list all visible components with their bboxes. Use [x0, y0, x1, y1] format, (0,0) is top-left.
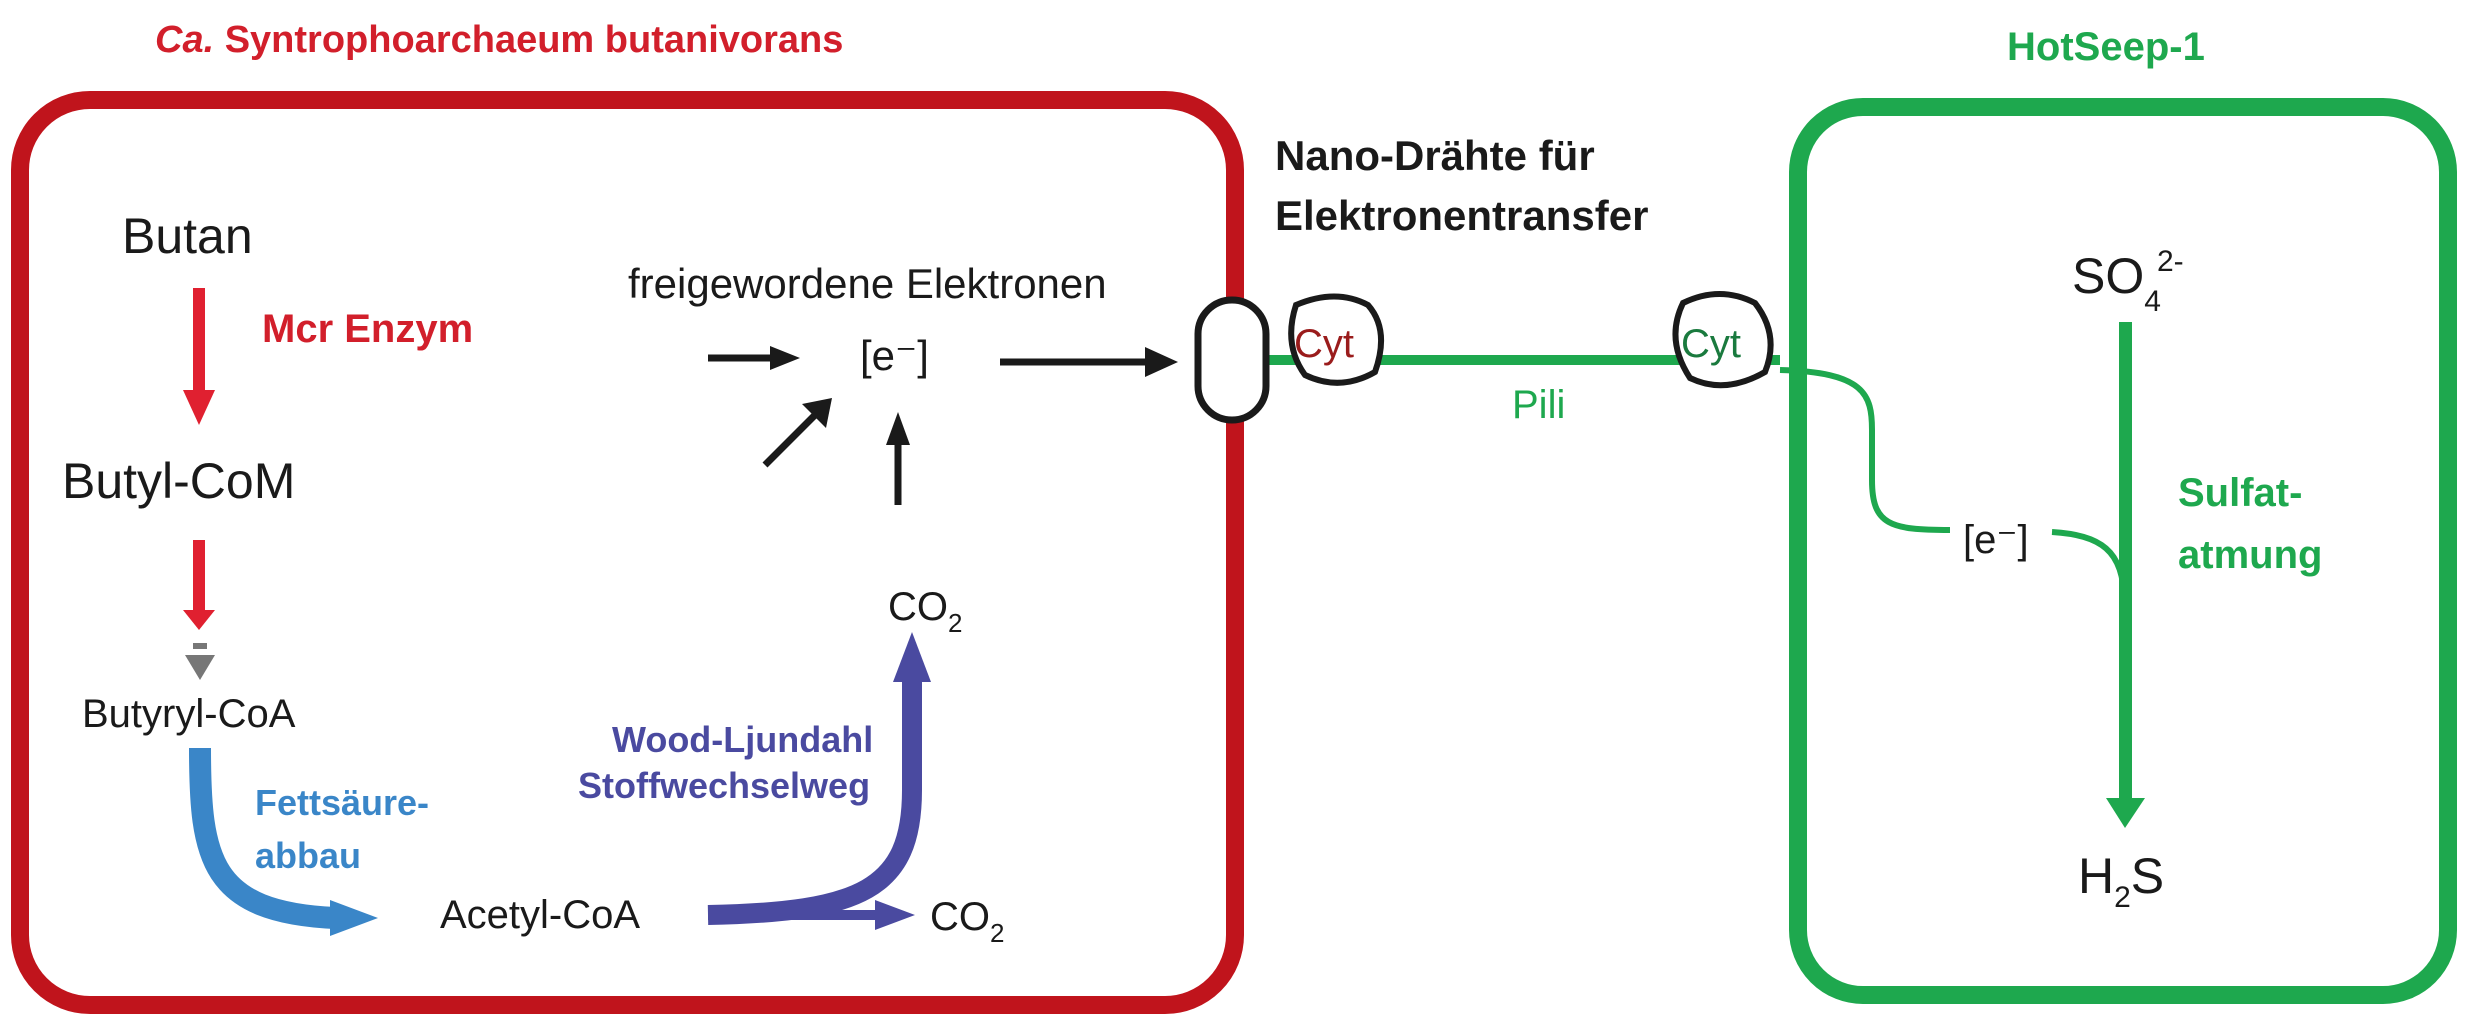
left-cell-title: Ca. Syntrophoarchaeum butanivorans [155, 19, 843, 61]
hotseep-cell-boundary [1789, 98, 2457, 1004]
h2s-label: H2S [2078, 848, 2164, 914]
nano-title-line1: Nano-Drähte für [1275, 132, 1595, 179]
sulfat-label-line1: Sulfat- [2178, 471, 2302, 515]
mcr-arrow-icon [183, 288, 215, 425]
electron-to-sulfate-path [2051, 529, 2127, 601]
so4-label: SO42- [2072, 245, 2184, 318]
electron-path-right [1779, 367, 1951, 533]
co2-top-label: CO2 [888, 585, 962, 638]
stoffwechselweg-label-line2: Stoffwechselweg [578, 765, 870, 806]
acetyl-coa-label: Acetyl-CoA [440, 893, 640, 937]
cyt-right-label: Cyt [1681, 322, 1741, 366]
electron-output-arrow-icon [1000, 347, 1178, 377]
pili-label: Pili [1512, 383, 1565, 427]
right-cell-title: HotSeep-1 [2007, 25, 2205, 69]
butyl-com-label: Butyl-CoM [62, 453, 295, 509]
butyryl-coa-label: Butyryl-CoA [82, 692, 296, 736]
syntrophoarchaeum-cell-boundary [11, 91, 1244, 1014]
wood-ljundahl-label-line1: Wood-Ljundahl [612, 719, 873, 760]
wood-ljungdahl-arrow-icon [707, 632, 931, 930]
butan-label: Butan [122, 208, 253, 264]
cytochrome-right-icon [1672, 291, 1774, 389]
membrane-pore-icon [1194, 296, 1270, 424]
electron-label-right: [e⁻] [1963, 518, 2029, 562]
cyt-left-label: Cyt [1294, 322, 1354, 366]
nano-title-line2: Elektronentransfer [1275, 192, 1648, 239]
cytochrome-left-icon [1288, 293, 1385, 386]
atmung-label-line2: atmung [2178, 533, 2322, 577]
fettsaeure-label-line1: Fettsäure- [255, 782, 429, 823]
co2-bottom-label: CO2 [930, 895, 1004, 948]
fettsaeure-label-line2: abbau [255, 835, 361, 876]
butyl-to-butyryl-arrow-icon [183, 540, 215, 680]
fatty-acid-degradation-arrow-icon [189, 747, 378, 936]
freigewordene-elektronen-label: freigewordene Elektronen [628, 260, 1107, 307]
mcr-enzym-label: Mcr Enzym [262, 307, 473, 351]
sulfate-respiration-arrow-icon [2106, 322, 2145, 828]
electron-label-left: [e⁻] [860, 332, 929, 379]
electron-input-arrow-icons [708, 346, 910, 505]
